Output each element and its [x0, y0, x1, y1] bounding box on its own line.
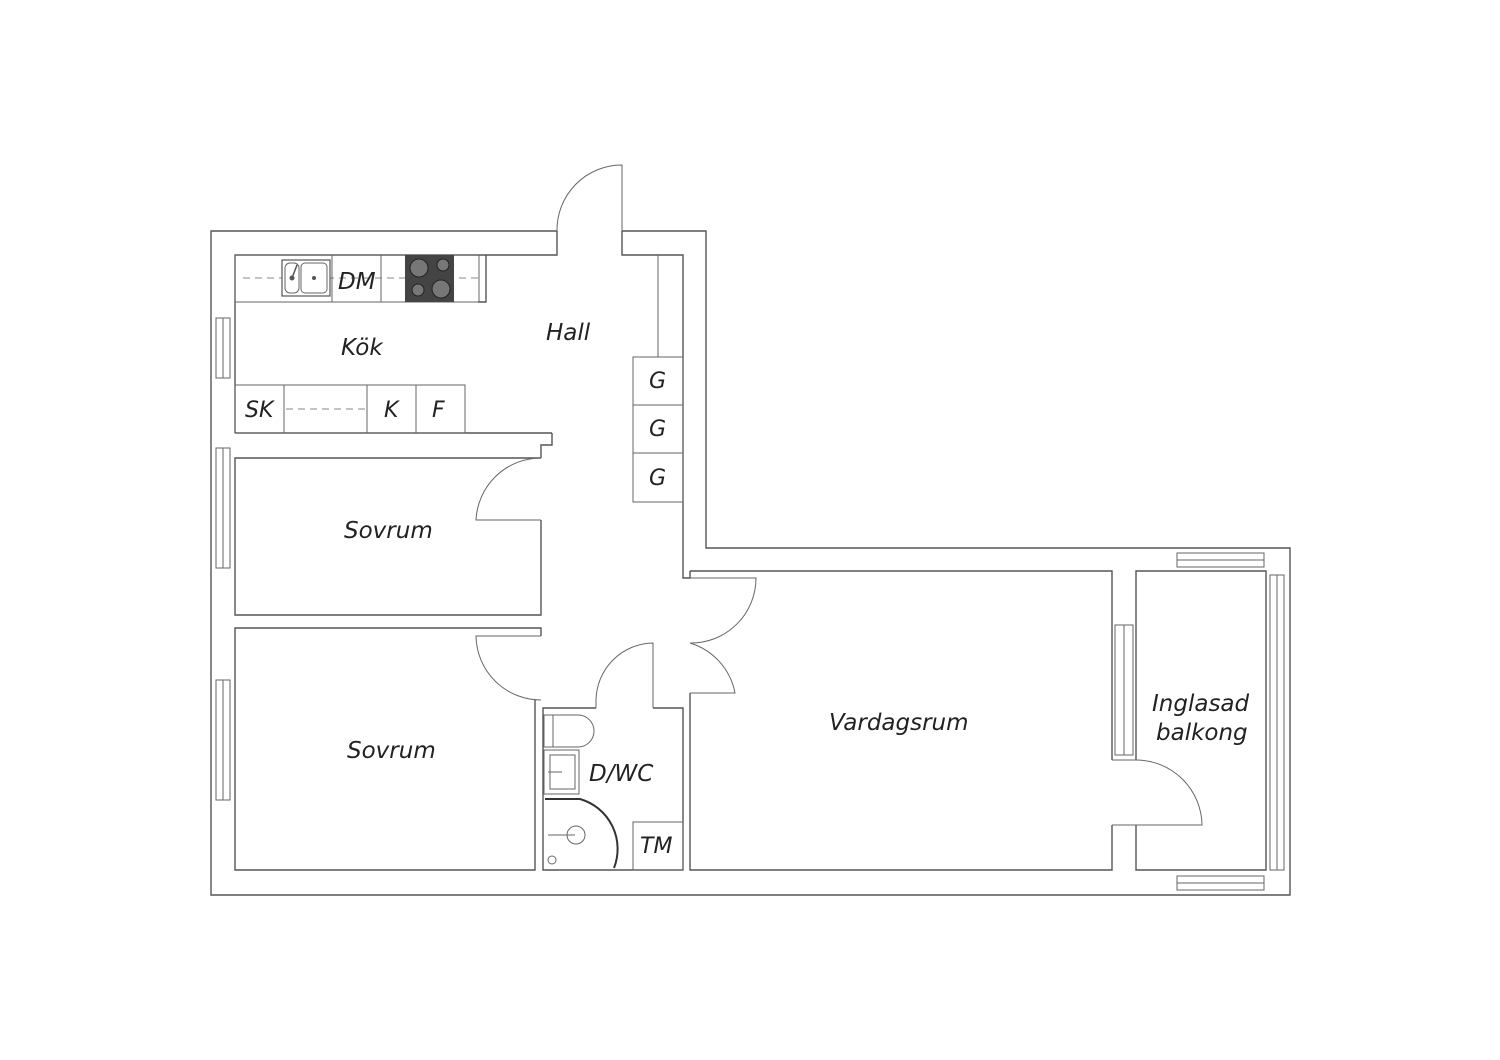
living-room-wall: [689, 570, 1113, 871]
kitchen-label: Kök: [341, 335, 384, 361]
bathroom-door[interactable]: [595, 642, 654, 708]
window: [1176, 552, 1265, 568]
dishwasher-label: DM: [338, 269, 376, 295]
kitchen-counter-bottom: [234, 384, 466, 434]
bedroom-2-label: Sovrum: [347, 738, 436, 764]
bedroom-1-wall: [234, 457, 542, 616]
freezer-label: F: [432, 398, 445, 423]
stove-icon: [405, 255, 454, 302]
window: [1269, 574, 1285, 871]
washer-box: [632, 821, 684, 871]
fridge-label: K: [384, 398, 400, 423]
entrance-door[interactable]: [556, 164, 623, 232]
balcony-wall: [1135, 570, 1267, 871]
wardrobe-label: G: [649, 417, 666, 442]
balcony-label-line1: Inglasad: [1152, 691, 1250, 717]
bedroom-2-door[interactable]: [475, 635, 542, 701]
washbasin-icon: [543, 749, 580, 795]
toilet-icon: [543, 714, 595, 748]
washer-label: TM: [640, 834, 672, 859]
window: [1176, 875, 1265, 891]
bathroom-label: D/WC: [589, 761, 653, 787]
balcony-label-line2: balkong: [1156, 720, 1248, 746]
kitchen-bottom-wall-end: [540, 433, 553, 458]
living-room-door[interactable]: [689, 577, 757, 694]
kitchen-counter-top: [234, 254, 480, 303]
window: [215, 447, 231, 569]
pantry-label: SK: [245, 398, 275, 423]
sink-icon: [281, 259, 331, 297]
bedroom-1-label: Sovrum: [344, 518, 433, 544]
wardrobe-3: [632, 452, 684, 503]
bedroom-2-wall: [234, 627, 542, 871]
window: [1114, 624, 1134, 756]
shower-icon: [545, 798, 619, 869]
hall-label: Hall: [546, 320, 591, 346]
window: [215, 679, 231, 801]
window: [215, 317, 231, 379]
bathroom-wall: [542, 707, 684, 871]
wardrobe-label: G: [649, 466, 666, 491]
balcony-door[interactable]: [1112, 759, 1203, 826]
bedroom-1-door[interactable]: [475, 457, 542, 521]
wardrobe-label: G: [649, 369, 666, 394]
living-room-label: Vardagsrum: [829, 710, 969, 736]
outer-wall: [210, 230, 1291, 896]
